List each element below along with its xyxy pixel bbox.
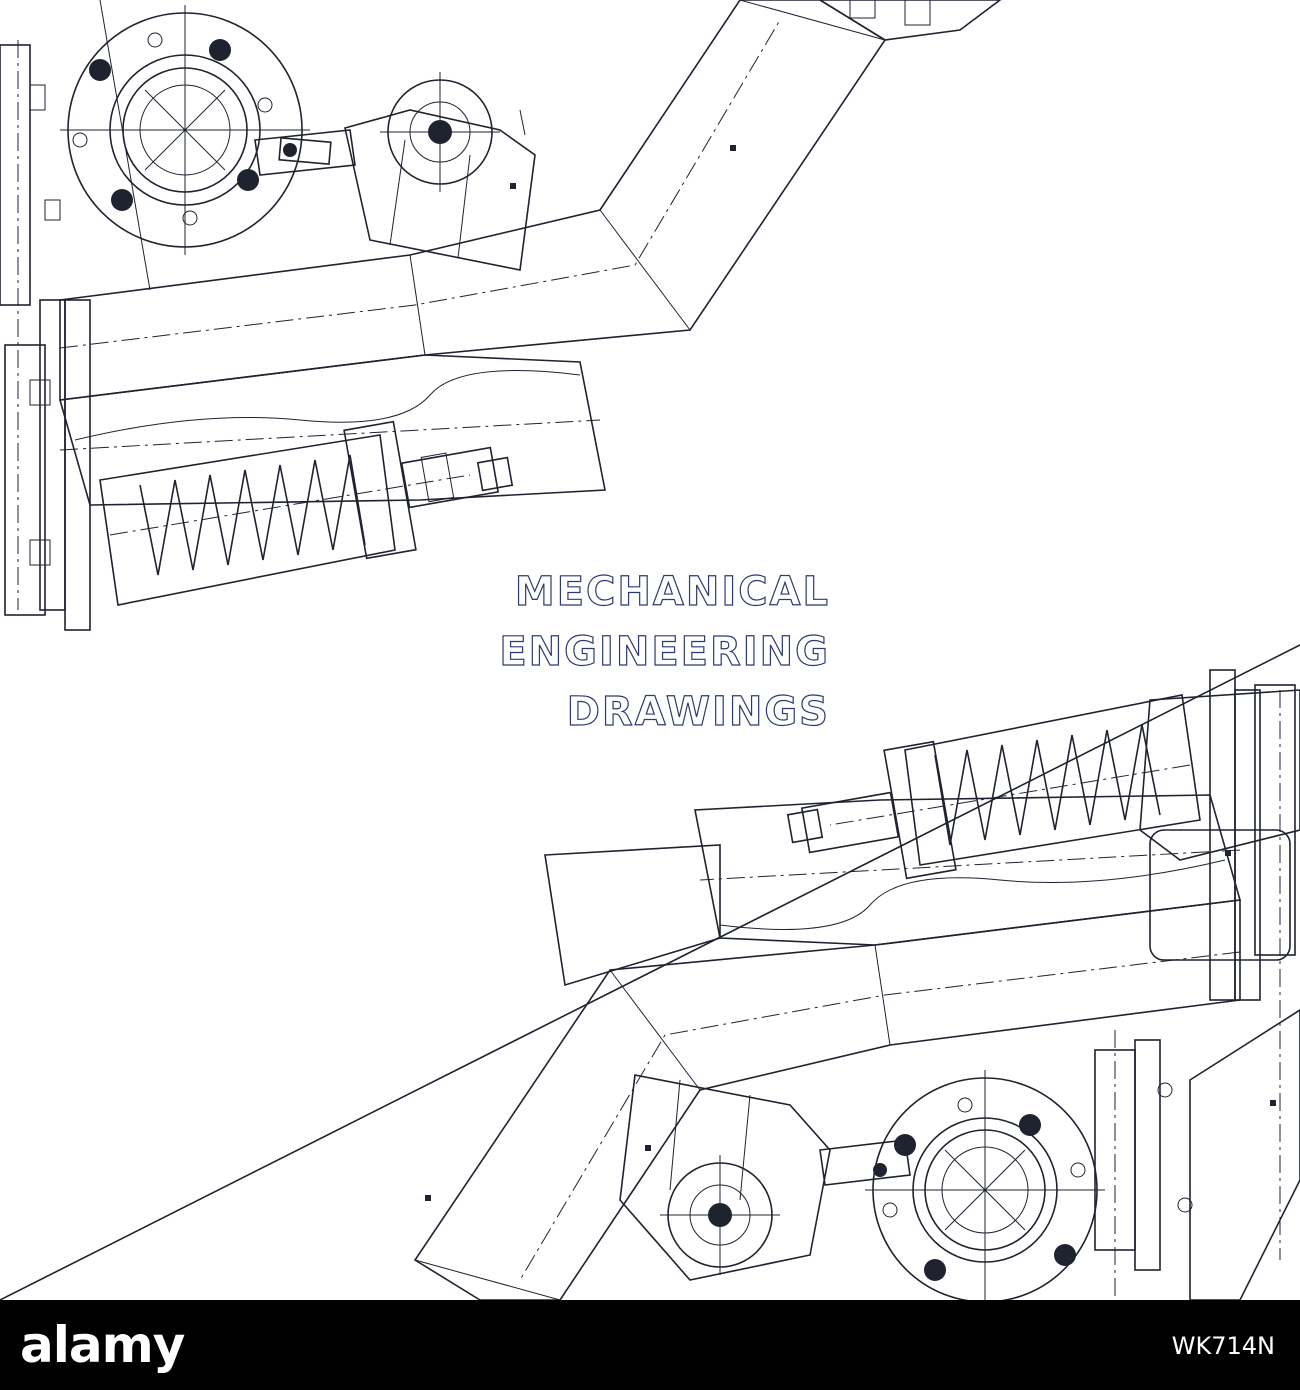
footer-bar: alamy WK714N [0,1300,1300,1390]
bottom-flange-bolts [882,1097,1086,1281]
mechanical-drawing-artwork [0,0,1300,1300]
top-flange-bolts [72,32,273,226]
top-left-assembly [0,0,1002,631]
headline-line-2: ENGINEERING [499,629,830,675]
image-id: WK714N [1171,1332,1275,1360]
headline-line-3: DRAWINGS [566,689,830,735]
bottom-right-assembly [0,644,1300,1300]
headline-line-1: MECHANICAL [514,569,830,615]
alamy-logo: alamy [20,1316,185,1374]
